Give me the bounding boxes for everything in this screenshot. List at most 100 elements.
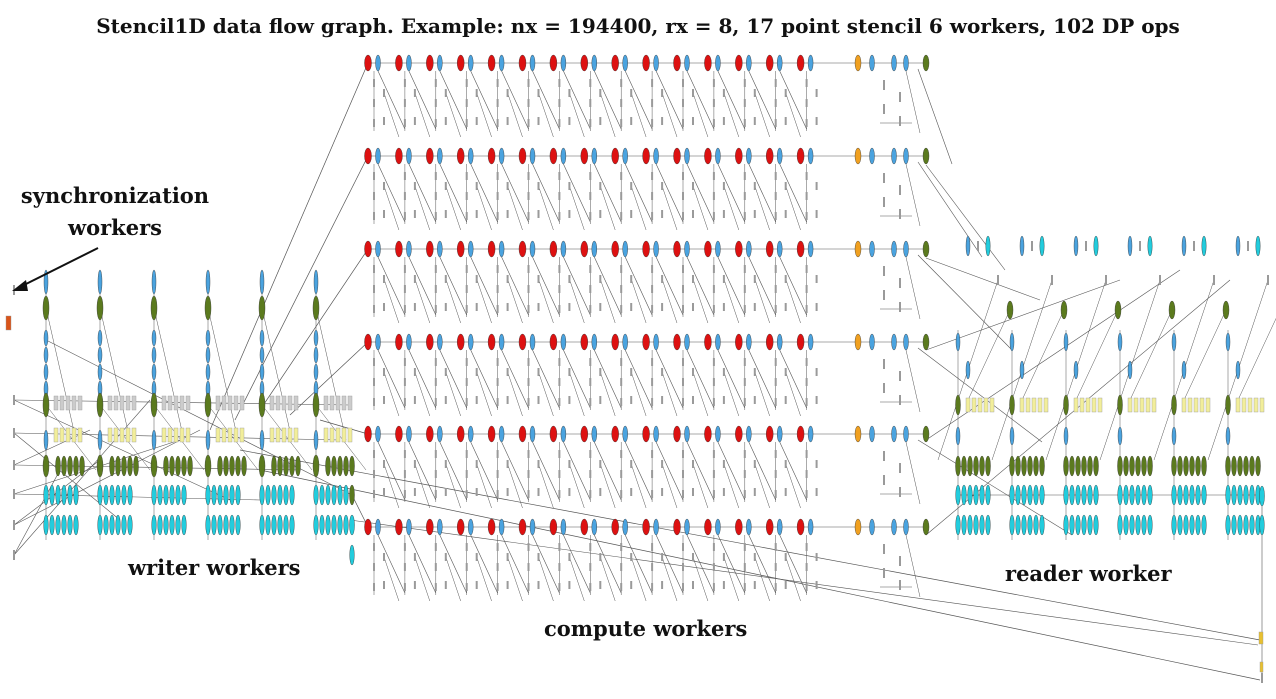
graph-node — [580, 240, 588, 258]
graph-edge — [917, 68, 953, 165]
graph-node — [406, 333, 412, 351]
graph-node — [1021, 484, 1027, 506]
graph-small-node — [651, 378, 654, 386]
graph-node — [335, 395, 341, 411]
graph-node — [65, 427, 71, 443]
graph-node — [43, 514, 49, 536]
graph-node — [406, 54, 412, 72]
graph-node — [151, 484, 157, 506]
graph-small-node — [413, 275, 416, 283]
graph-node — [1129, 484, 1135, 506]
graph-node — [922, 240, 930, 258]
graph-node — [1225, 332, 1231, 352]
graph-node — [1021, 455, 1027, 477]
graph-small-node — [383, 396, 385, 404]
graph-node — [167, 427, 173, 443]
graph-node — [735, 518, 743, 536]
graph-node — [258, 295, 266, 321]
graph-node — [179, 395, 185, 411]
graph-small-node — [774, 358, 777, 366]
graph-edge — [905, 163, 921, 227]
graph-small-node — [1193, 241, 1195, 251]
graph-small-node — [599, 581, 602, 589]
graph-node — [235, 455, 241, 477]
graph-node — [796, 147, 805, 165]
graph-node — [591, 240, 597, 258]
graph-edge — [754, 92, 770, 138]
graph-small-node — [444, 368, 447, 376]
graph-edge — [538, 556, 554, 602]
graph-edge — [630, 278, 647, 324]
graph-small-node — [506, 89, 509, 97]
graph-small-node — [815, 303, 818, 311]
graph-small-node — [496, 172, 499, 180]
graph-node — [498, 240, 505, 258]
graph-node — [457, 518, 465, 536]
graph-small-node — [651, 450, 654, 458]
graph-node — [684, 147, 690, 165]
graph-node — [364, 54, 372, 72]
graph-small-node — [753, 488, 756, 496]
graph-small-node — [383, 553, 385, 561]
graph-node — [1225, 394, 1231, 416]
graph-node — [777, 54, 783, 72]
graph-node — [295, 455, 301, 477]
graph-node — [127, 455, 133, 477]
graph-edge — [383, 463, 400, 509]
graph-node — [1259, 514, 1265, 536]
graph-small-node — [589, 563, 592, 571]
graph-small-node — [682, 285, 684, 293]
graph-edge — [717, 256, 746, 316]
graph-node — [205, 269, 211, 295]
graph-small-node — [743, 192, 746, 200]
graph-small-node — [1051, 275, 1053, 285]
graph-node — [312, 295, 320, 321]
graph-node — [468, 333, 474, 351]
graph-edge — [13, 399, 231, 501]
graph-small-node — [496, 450, 499, 458]
graph-small-node — [589, 212, 592, 220]
graph-node — [591, 333, 597, 351]
graph-node — [854, 333, 862, 351]
graph-small-node — [465, 450, 468, 458]
graph-small-node — [537, 89, 540, 97]
graph-node — [312, 454, 320, 478]
graph-node — [1135, 455, 1141, 477]
graph-node — [259, 363, 265, 381]
graph-node — [1127, 360, 1133, 380]
graph-small-node — [465, 192, 468, 200]
graph-small-node — [774, 212, 777, 220]
graph-small-node — [784, 460, 787, 468]
graph-small-node — [899, 302, 901, 312]
graph-node — [1073, 360, 1079, 380]
graph-small-node — [568, 488, 571, 496]
graph-small-node — [496, 470, 499, 478]
graph-node — [150, 392, 158, 418]
graph-node — [185, 395, 191, 411]
graph-small-node — [537, 275, 540, 283]
graph-node — [125, 395, 131, 411]
graph-node — [715, 54, 721, 72]
graph-node — [395, 333, 403, 351]
graph-edge — [507, 278, 523, 324]
graph-small-node — [682, 450, 684, 458]
graph-small-node — [599, 553, 602, 561]
graph-node — [364, 425, 372, 443]
graph-small-node — [743, 450, 746, 458]
graph-small-node — [883, 359, 885, 369]
graph-small-node — [527, 378, 530, 386]
graph-small-node — [599, 275, 602, 283]
graph-small-node — [805, 192, 808, 200]
graph-small-node — [475, 460, 478, 468]
graph-edge — [655, 256, 684, 316]
graph-small-node — [712, 398, 715, 406]
graph-edge — [383, 185, 400, 231]
graph-node — [239, 395, 245, 411]
graph-edge — [692, 185, 709, 231]
graph-small-node — [712, 79, 715, 87]
graph-node — [131, 395, 137, 411]
graph-small-node — [661, 303, 664, 311]
graph-small-node — [805, 398, 808, 406]
graph-small-node — [506, 275, 509, 283]
graph-node — [211, 514, 217, 536]
